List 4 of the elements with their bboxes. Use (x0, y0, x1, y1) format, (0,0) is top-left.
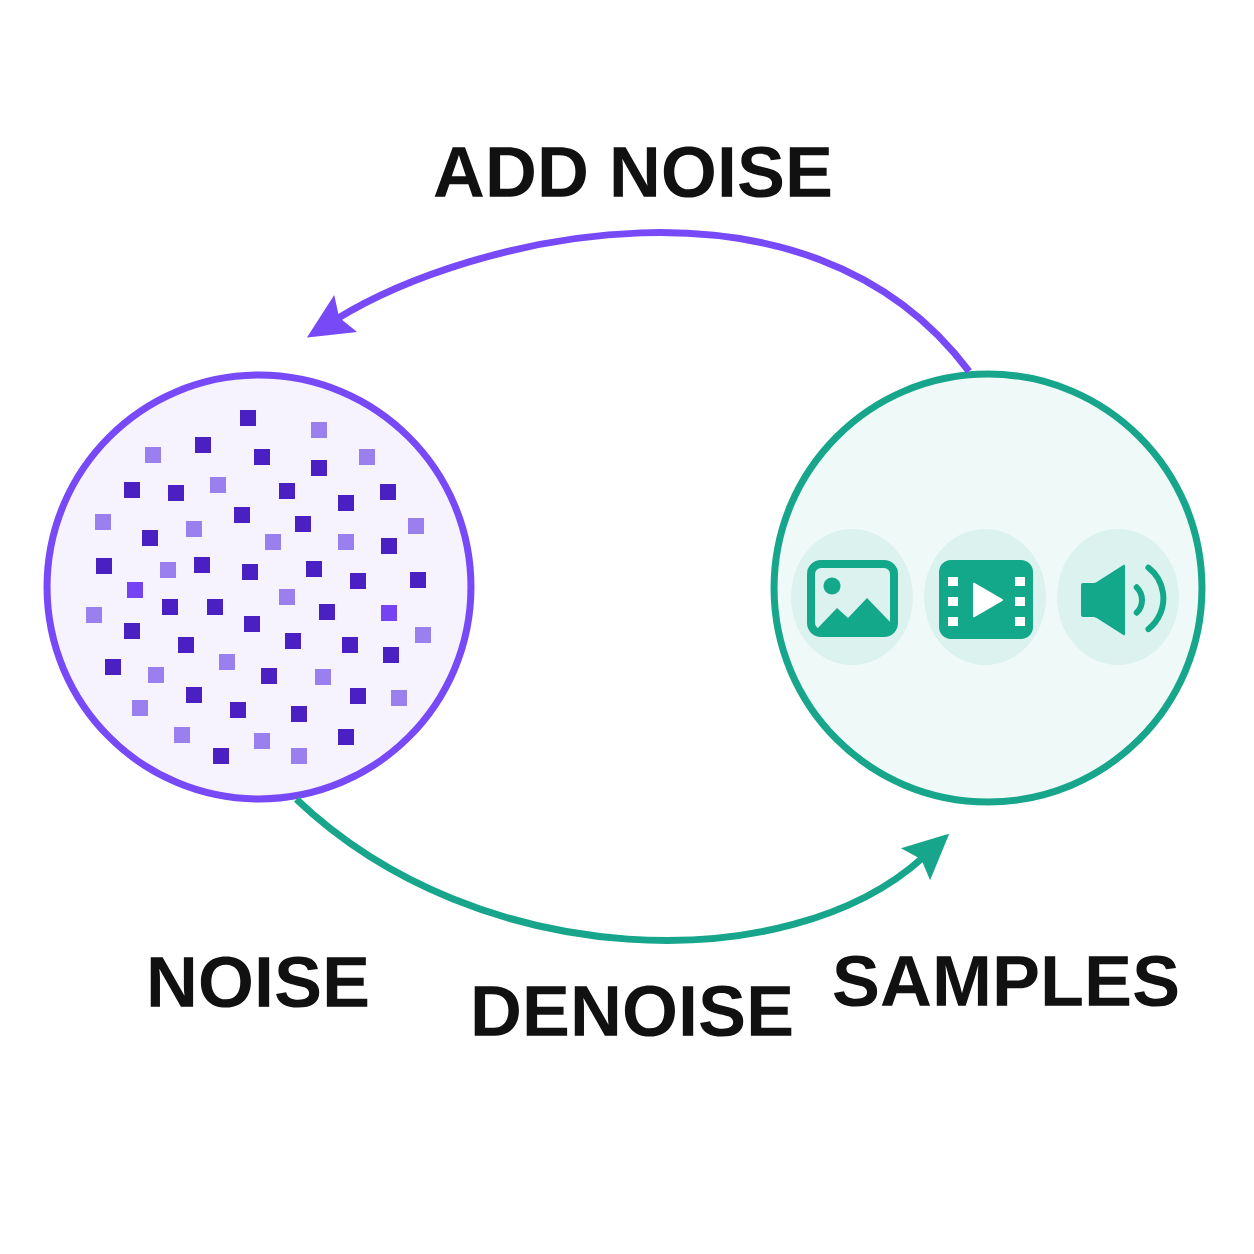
node-label: SAMPLES (833, 955, 1178, 1007)
edge-label: DENOISE (474, 985, 792, 1037)
edge-label: ADD NOISE (434, 146, 831, 198)
node-label: NOISE (150, 956, 368, 1008)
